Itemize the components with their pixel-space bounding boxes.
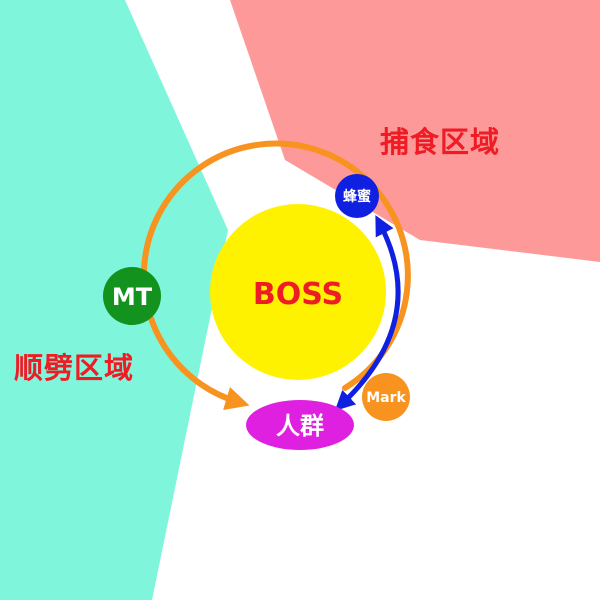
cleave-zone-label: 顺劈区域: [14, 351, 134, 385]
bee-marker: [335, 174, 379, 218]
boss-label: BOSS: [253, 277, 343, 312]
mark-label: Mark: [366, 390, 406, 406]
crowd-label: 人群: [276, 412, 324, 440]
mark-marker: [362, 373, 410, 421]
bee-arrow: [334, 215, 401, 411]
mt-marker: [103, 267, 161, 325]
devour-zone-label: 捕食区域: [380, 125, 500, 159]
mt-label: MT: [112, 283, 153, 311]
bee-label: 蜂蜜: [343, 188, 371, 205]
orbit-arrow: [140, 140, 411, 411]
crowd-marker: [246, 400, 354, 450]
devour-zone: [230, 0, 600, 262]
